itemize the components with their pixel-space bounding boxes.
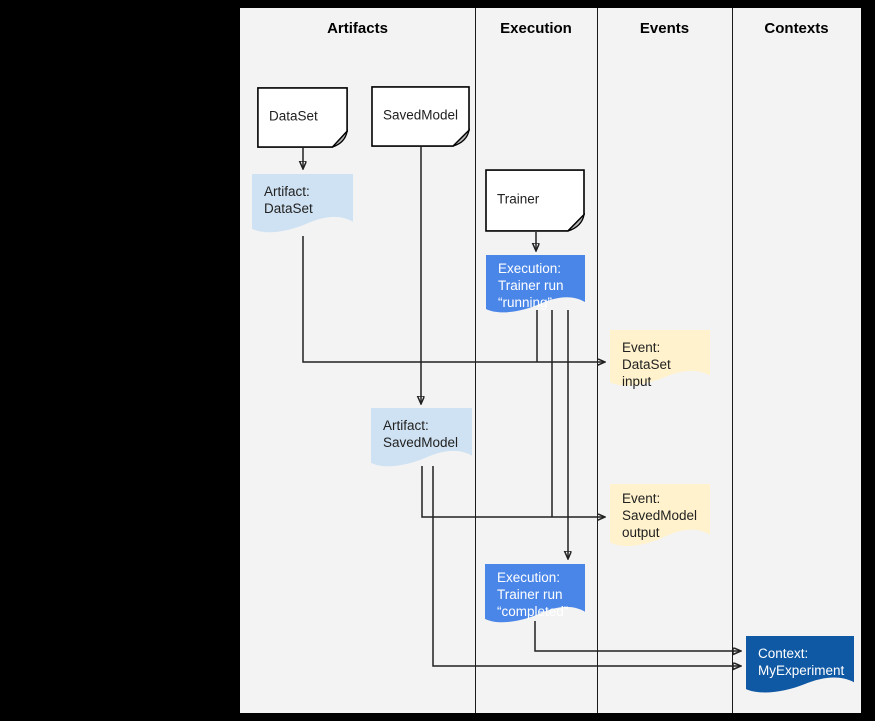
node-execution-running: Execution: Trainer run “running” [486, 255, 585, 317]
node-execution-completed: Execution: Trainer run “completed” [485, 564, 585, 627]
node-label: Execution: Trainer run “completed” [497, 570, 569, 619]
column-header-events: Events [639, 20, 690, 37]
node-label: Artifact: DataSet [264, 184, 313, 216]
note-shape-icon [257, 87, 348, 148]
node-label: DataSet [269, 107, 318, 123]
node-event-savedmodel-output: Event: SavedModel output [610, 484, 710, 551]
node-trainer: Trainer [485, 169, 585, 232]
note-shape-icon [485, 169, 585, 232]
node-label: Event: SavedModel output [622, 491, 698, 540]
node-artifact-savedmodel: Artifact: SavedModel [371, 408, 472, 471]
column-divider [597, 8, 598, 713]
node-savedmodel: SavedModel [371, 86, 470, 147]
document-shape-icon [371, 408, 472, 467]
node-label: Execution: Trainer run “running” [498, 261, 564, 310]
document-shape-icon [252, 174, 353, 233]
node-label: SavedModel [383, 106, 459, 122]
column-divider [732, 8, 733, 713]
document-shape-icon [486, 255, 585, 313]
document-shape-icon [610, 330, 710, 386]
column-divider [475, 8, 476, 713]
column-header-contexts: Contexts [764, 20, 829, 37]
node-label: Trainer [497, 190, 540, 206]
node-event-dataset-input: Event: DataSet input [610, 330, 710, 390]
note-shape-icon [371, 86, 470, 147]
node-label: Context: MyExperiment [758, 646, 845, 678]
node-label: Artifact: SavedModel [383, 418, 459, 450]
document-shape-icon [610, 484, 710, 546]
node-context-myexperiment: Context: MyExperiment [746, 636, 854, 697]
node-artifact-dataset: Artifact: DataSet [252, 174, 353, 237]
document-shape-icon [485, 564, 585, 623]
column-header-artifacts: Artifacts [327, 20, 388, 37]
node-dataset: DataSet [257, 87, 348, 148]
node-label: Event: DataSet input [622, 340, 671, 389]
document-shape-icon [746, 636, 854, 693]
column-header-execution: Execution [500, 20, 572, 37]
